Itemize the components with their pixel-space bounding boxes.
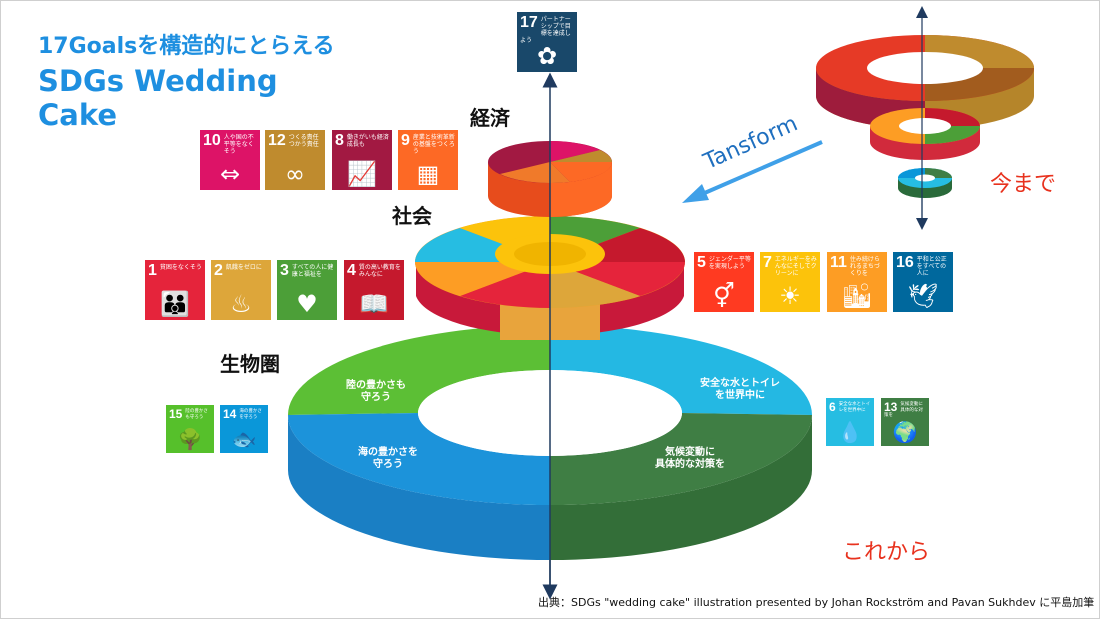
heartbeat-icon: ♥	[296, 290, 318, 318]
ring-top-climate	[550, 413, 812, 505]
goal-number: 10	[203, 132, 221, 149]
goal-text: 人や国の不平等をなくそう	[223, 134, 254, 155]
goal-5-tile: 5 ジェンダー平等を実現しよう ⚥	[694, 252, 754, 312]
ring-side-green	[550, 415, 812, 560]
goal-text: つくる責任つかう責任	[288, 134, 319, 148]
goal-number: 3	[280, 262, 289, 279]
source-credit: 出典：SDGs "wedding cake" illustration pres…	[538, 596, 1095, 609]
goal-text: 陸の豊かさも守ろう	[185, 409, 208, 420]
cubes-icon: ▦	[416, 160, 440, 188]
goal-16-tile: 16 平和と公正をすべての人に 🕊	[893, 252, 953, 312]
family-icon: 👪	[160, 290, 190, 318]
goal-text: 気候変動に具体的な対策を	[884, 402, 923, 418]
goal-7-tile: 7 エネルギーをみんなにそしてクリーンに ☀	[760, 252, 820, 312]
goal-text: ジェンダー平等を実現しよう	[708, 256, 751, 270]
inverted-cake	[816, 6, 1034, 230]
segment-label-ocean-2: 守ろう	[373, 457, 403, 470]
goal-3-tile: 3 すべての人に健康と福祉を ♥	[277, 260, 337, 320]
goal-text: 働きがいも経済成長も	[346, 134, 389, 148]
infinity-icon: ∞	[285, 160, 305, 188]
goal-text: すべての人に健康と福祉を	[291, 264, 334, 278]
ring-side-blue	[288, 415, 550, 560]
goal-15-tile: 15 陸の豊かさも守ろう 🌳	[166, 405, 214, 453]
goal-number: 7	[763, 254, 772, 271]
segment-label-climate-2: 具体的な対策を	[654, 457, 725, 470]
segment-label-land-1: 陸の豊かさも	[346, 378, 406, 391]
from-now-label: これから	[842, 540, 931, 565]
tier-label-economy: 経済	[470, 106, 510, 130]
buildings-icon: 🏙	[841, 282, 873, 310]
goal-number: 16	[896, 254, 914, 271]
goal-number: 14	[223, 407, 237, 421]
goal-10-tile: 10 人や国の不平等をなくそう ⇔	[200, 130, 260, 190]
goal-number: 5	[697, 254, 706, 271]
tree-icon: 🌳	[177, 427, 203, 451]
goal-number: 11	[830, 254, 847, 271]
goal-13-tile: 13 気候変動に具体的な対策を 🌍	[881, 398, 929, 446]
book-icon: 📖	[359, 290, 389, 318]
goal-text: 平和と公正をすべての人に	[916, 256, 947, 277]
goal-text: 海の豊かさを守ろう	[239, 409, 262, 420]
ring-top-ocean	[288, 413, 550, 505]
goal-17-tile: 17 パートナーシップで目標を達成しよう ✿	[517, 12, 577, 72]
goal-6-tile: 6 安全な水とトイレを世界中に 💧	[826, 398, 874, 446]
flower-icon: ✿	[536, 42, 558, 70]
segment-label-climate-1: 気候変動に	[664, 445, 715, 458]
goal-number: 17	[520, 14, 538, 31]
goal-text: 貧困をなくそう	[159, 264, 202, 271]
growth-chart-icon: 📈	[347, 160, 377, 188]
goal-11-tile: 11 住み続けられるまちづくりを 🏙	[827, 252, 887, 312]
society-ring	[415, 216, 685, 340]
goal-text: 質の高い教育をみんなに	[358, 264, 401, 278]
goal-2-tile: 2 飢餓をゼロに ♨	[211, 260, 271, 320]
goal-number: 1	[148, 262, 157, 279]
segment-label-land-2: 守ろう	[361, 390, 391, 403]
goal-1-tile: 1 貧困をなくそう 👪	[145, 260, 205, 320]
water-icon: 💧	[837, 420, 863, 444]
page-title: SDGs Wedding Cake	[38, 64, 278, 132]
goal-12-tile: 12 つくる責任つかう責任 ∞	[265, 130, 325, 190]
goal-text: 住み続けられるまちづくりを	[849, 256, 880, 277]
goal-number: 2	[214, 262, 223, 279]
goal-4-tile: 4 質の高い教育をみんなに 📖	[344, 260, 404, 320]
segment-label-water-1: 安全な水とトイレ	[700, 376, 780, 389]
gender-icon: ⚥	[713, 282, 735, 310]
goal-number: 6	[829, 400, 836, 414]
bowl-icon: ♨	[230, 290, 252, 318]
goal-14-tile: 14 海の豊かさを守ろう 🐟	[220, 405, 268, 453]
goal-8-tile: 8 働きがいも経済成長も 📈	[332, 130, 392, 190]
goal-number: 13	[884, 400, 898, 414]
sun-icon: ☀	[779, 282, 801, 310]
tier-label-biosphere: 生物圏	[220, 352, 280, 376]
until-now-label: 今まで	[990, 172, 1057, 197]
goal-text: 飢餓をゼロに	[225, 264, 262, 271]
goal-number: 9	[401, 132, 410, 149]
goal-text: 安全な水とトイレを世界中に	[838, 402, 871, 413]
goal-9-tile: 9 産業と技術革新の基盤をつくろう ▦	[398, 130, 458, 190]
ring-top-water	[550, 325, 812, 415]
ring-top-land	[288, 325, 550, 415]
fish-icon: 🐟	[231, 427, 257, 451]
segment-label-water-2: を世界中に	[715, 388, 765, 401]
goal-number: 4	[347, 262, 356, 279]
biosphere-ring	[288, 325, 812, 560]
subtitle: 17Goalsを構造的にとらえる	[38, 34, 335, 59]
goal-text: エネルギーをみんなにそしてクリーンに	[774, 256, 817, 277]
dove-icon: 🕊	[907, 282, 939, 310]
goal-number: 8	[335, 132, 344, 149]
goal-text: 産業と技術革新の基盤をつくろう	[412, 134, 455, 155]
earth-eye-icon: 🌍	[892, 420, 918, 444]
tier-label-society: 社会	[392, 204, 432, 228]
goal-text: パートナーシップで目標を達成しよう	[520, 16, 571, 44]
goal-number: 15	[169, 407, 183, 421]
goal-number: 12	[268, 132, 286, 149]
transform-arrow	[682, 140, 823, 203]
segment-label-ocean-1: 海の豊かさを	[358, 445, 418, 458]
equality-icon: ⇔	[219, 160, 241, 188]
